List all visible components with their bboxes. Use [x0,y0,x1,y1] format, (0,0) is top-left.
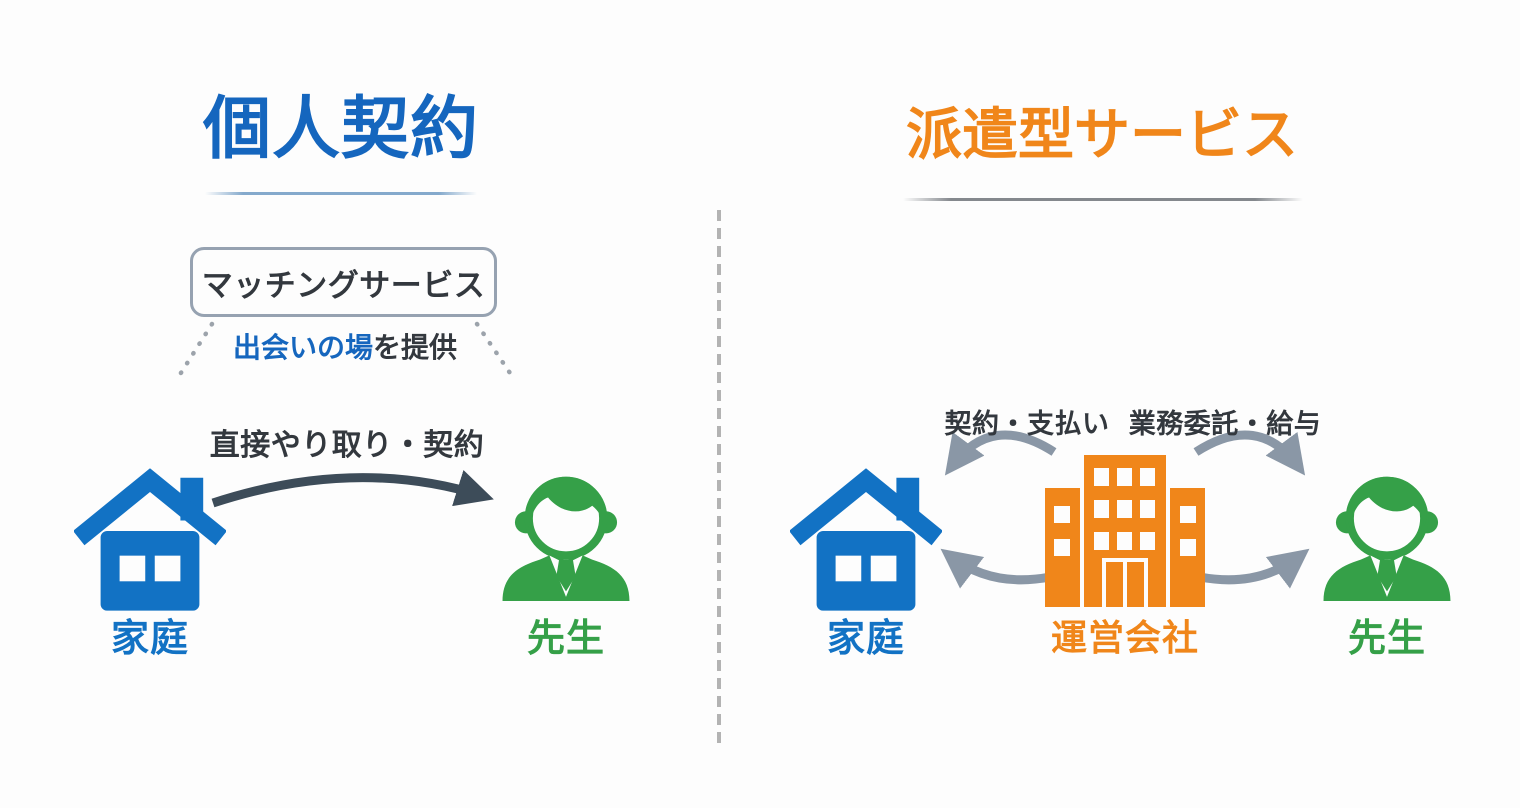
right-teacher-label: 先生 [1347,618,1426,660]
person-icon [497,462,635,602]
house-icon [790,468,942,611]
matching-service-label: マッチングサービス [201,267,486,303]
meeting-note-highlight: 出会いの場 [232,332,373,363]
matching-service-box: マッチングサービス [190,247,497,317]
company-label: 運営会社 [1050,617,1199,658]
arrow-company-to-home-bottom [940,548,1051,589]
direct-contract-arrow [211,470,494,508]
meeting-note: 出会いの場を提供 [145,326,545,366]
right-title-underline [903,198,1303,201]
left-home-label: 家庭 [110,618,189,660]
arrow-company-to-teacher-bottom [1199,548,1310,589]
left-title-underline [205,192,477,195]
outsourcing-salary-label: 業務委託・給与 [1128,409,1322,439]
person-icon [1318,462,1456,602]
left-teacher-label: 先生 [526,618,605,660]
right-section-title: 派遣型サービス [906,103,1298,166]
contract-payment-label: 契約・支払い [944,409,1110,439]
house-icon [74,468,226,611]
right-home-label: 家庭 [826,618,905,660]
direct-arrow-label: 直接やり取り・契約 [209,429,485,462]
left-section-title: 個人契約 [202,91,479,167]
meeting-note-rest: を提供 [373,332,458,363]
building-icon [1045,455,1205,607]
